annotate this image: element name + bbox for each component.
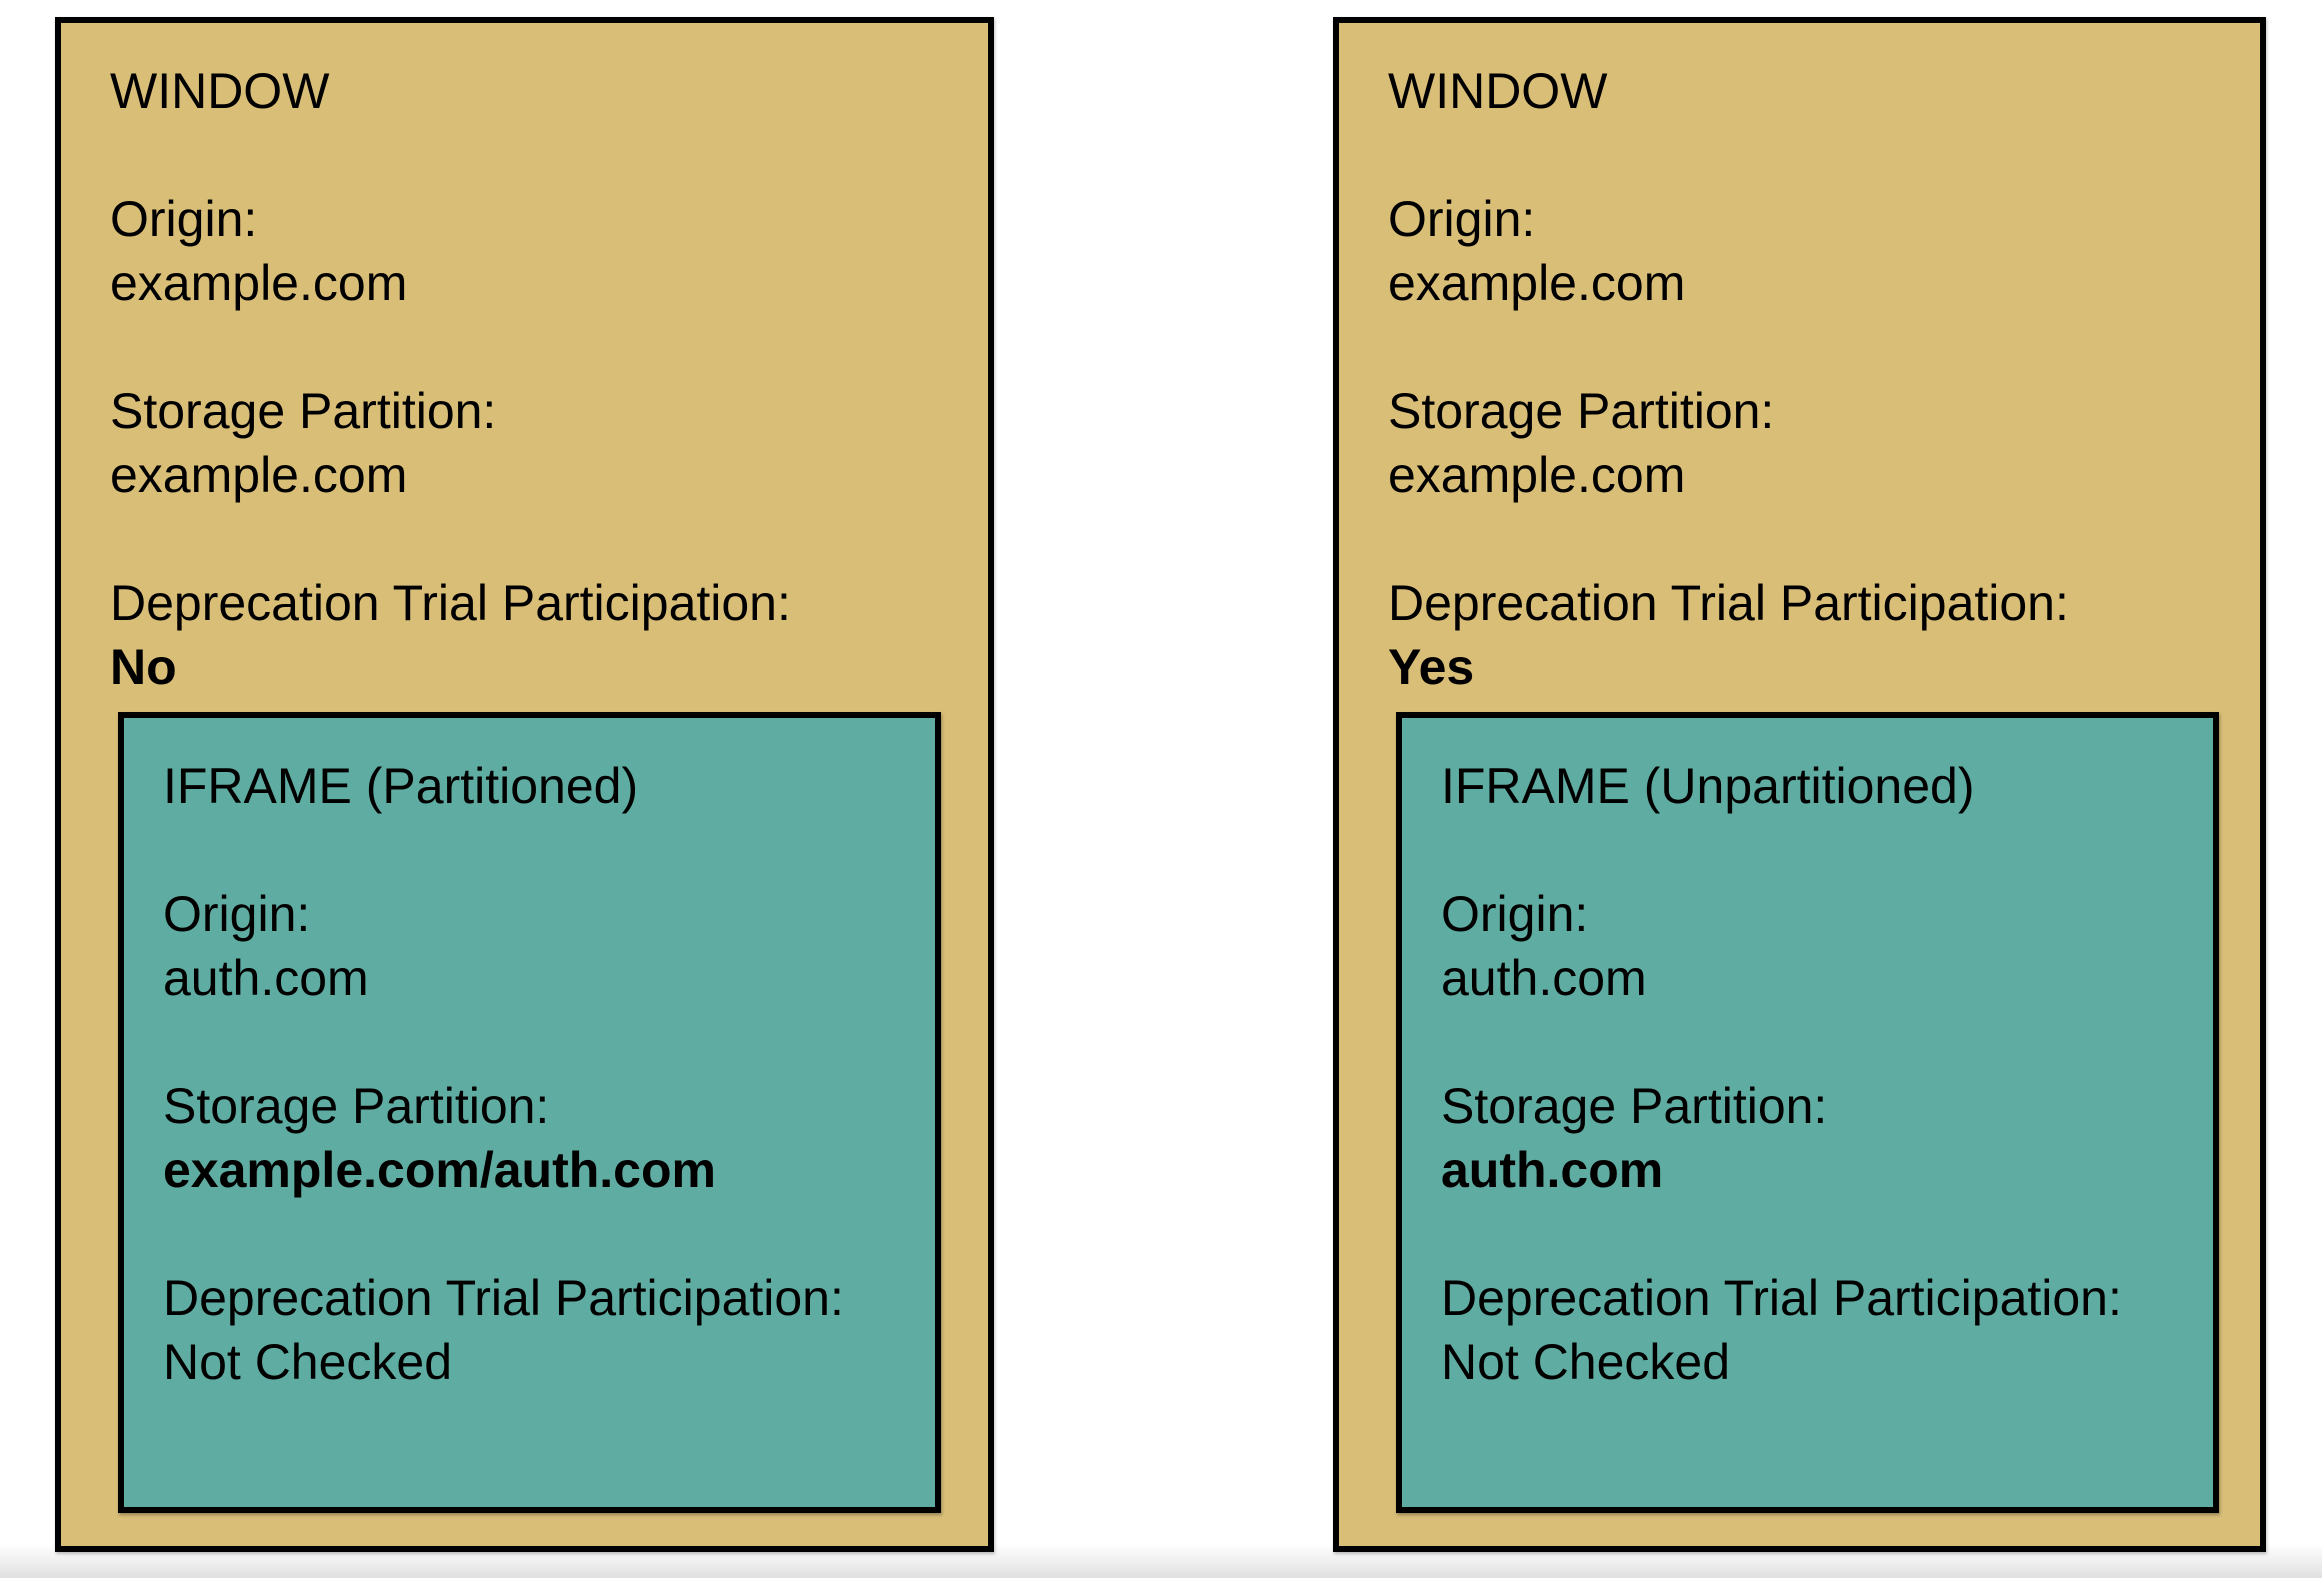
iframe-box-partitioned: IFRAME (Partitioned) Origin: auth.com St…: [118, 712, 941, 1513]
deprecation-trial-value: Yes: [1388, 639, 1475, 695]
spacer: [163, 818, 911, 882]
window-box-left: WINDOW Origin: example.com Storage Parti…: [55, 17, 994, 1552]
spacer: [163, 1010, 911, 1074]
origin-value: example.com: [110, 255, 408, 311]
origin-value: auth.com: [163, 950, 369, 1006]
spacer: [1388, 507, 2230, 571]
deprecation-trial-value: Not Checked: [1441, 1334, 1731, 1390]
spacer: [110, 507, 958, 571]
storage-partition-label: Storage Partition:: [163, 1078, 550, 1134]
origin-value: auth.com: [1441, 950, 1647, 1006]
iframe-box-unpartitioned: IFRAME (Unpartitioned) Origin: auth.com …: [1396, 712, 2219, 1513]
storage-partition-value: example.com: [1388, 447, 1686, 503]
deprecation-trial-value: No: [110, 639, 177, 695]
origin-label: Origin:: [1388, 191, 1536, 247]
deprecation-trial-label: Deprecation Trial Participation:: [1388, 575, 2069, 631]
spacer: [110, 315, 958, 379]
storage-partition-value: auth.com: [1441, 1142, 1664, 1198]
window-title: WINDOW: [1388, 63, 1608, 119]
origin-label: Origin:: [1441, 886, 1589, 942]
origin-value: example.com: [1388, 255, 1686, 311]
window-box-right: WINDOW Origin: example.com Storage Parti…: [1333, 17, 2266, 1552]
storage-partition-label: Storage Partition:: [110, 383, 497, 439]
spacer: [110, 123, 958, 187]
storage-partition-value: example.com/auth.com: [163, 1142, 716, 1198]
iframe-title: IFRAME (Unpartitioned): [1441, 758, 1975, 814]
deprecation-trial-label: Deprecation Trial Participation:: [163, 1270, 844, 1326]
window-title: WINDOW: [110, 63, 330, 119]
storage-partition-label: Storage Partition:: [1441, 1078, 1828, 1134]
storage-partition-value: example.com: [110, 447, 408, 503]
deprecation-trial-label: Deprecation Trial Participation:: [1441, 1270, 2122, 1326]
spacer: [163, 1202, 911, 1266]
deprecation-trial-value: Not Checked: [163, 1334, 453, 1390]
spacer: [1441, 818, 2189, 882]
origin-label: Origin:: [110, 191, 258, 247]
storage-partition-label: Storage Partition:: [1388, 383, 1775, 439]
origin-label: Origin:: [163, 886, 311, 942]
spacer: [1388, 315, 2230, 379]
iframe-title: IFRAME (Partitioned): [163, 758, 639, 814]
deprecation-trial-label: Deprecation Trial Participation:: [110, 575, 791, 631]
spacer: [1441, 1202, 2189, 1266]
spacer: [1388, 123, 2230, 187]
spacer: [1441, 1010, 2189, 1074]
